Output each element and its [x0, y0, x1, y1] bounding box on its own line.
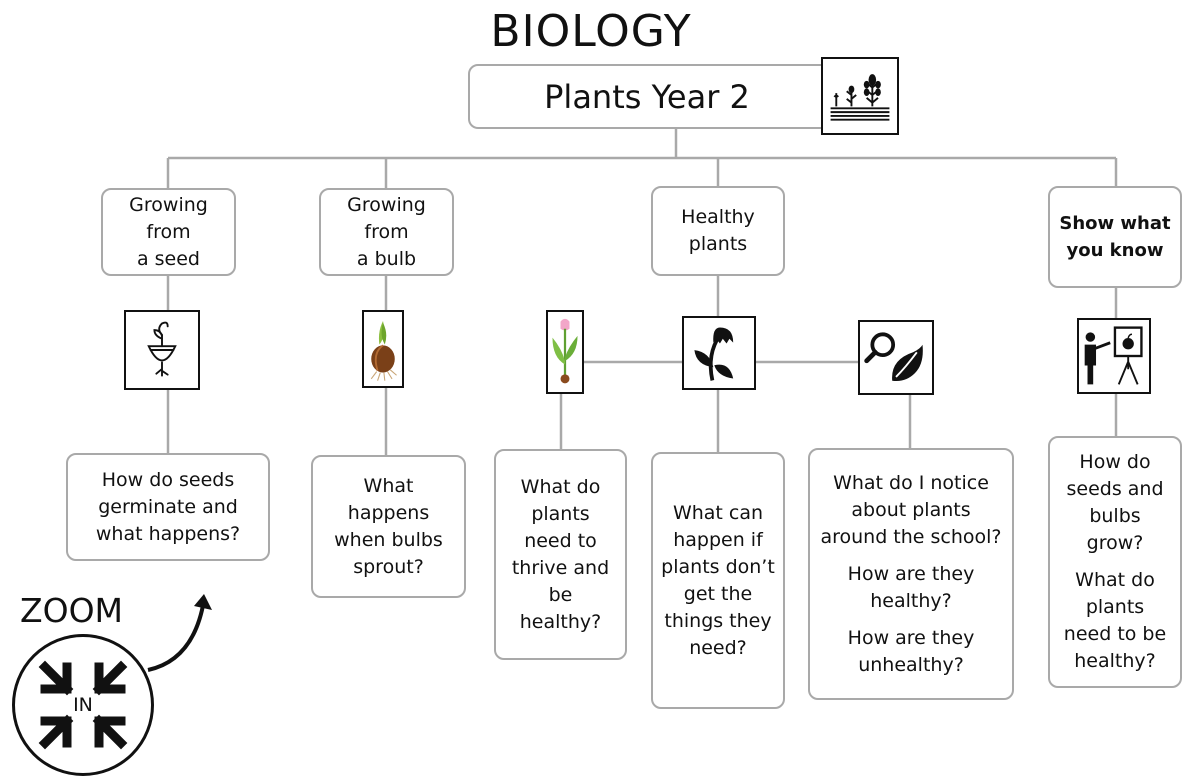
- page-title: BIOLOGY: [490, 6, 692, 57]
- question-text: What do plants need to be healthy?: [1063, 569, 1167, 672]
- question-box-show-what-you-know[interactable]: How do seeds and bulbs grow? What do pla…: [1048, 436, 1182, 688]
- zoom-label: ZOOM: [20, 591, 124, 630]
- topic-label: Growing from a bulb: [347, 193, 426, 270]
- question-text: How are they healthy?: [847, 562, 975, 612]
- question-box-thrive[interactable]: What do plants need to thrive and be hea…: [494, 449, 627, 660]
- seed-germinating-icon: [124, 310, 200, 390]
- question-box-healthy-plants[interactable]: What can happen if plants don’t get the …: [651, 452, 785, 709]
- question-box-notice[interactable]: What do I notice about plants around the…: [808, 448, 1014, 700]
- question-text: How do seeds and bulbs grow?: [1066, 451, 1164, 554]
- teacher-presenting-icon: [1077, 318, 1151, 394]
- question-text: What do plants need to thrive and be hea…: [511, 475, 610, 633]
- root-topic-label: Plants Year 2: [544, 77, 750, 116]
- zoom-in-button[interactable]: [12, 634, 154, 776]
- curved-arrow-icon: [147, 594, 212, 672]
- question-text: What happens when bulbs sprout?: [334, 474, 443, 578]
- question-box-seed[interactable]: How do seeds germinate and what happens?: [66, 453, 270, 561]
- topic-growing-from-bulb[interactable]: Growing from a bulb: [319, 188, 454, 276]
- topic-show-what-you-know[interactable]: Show what you know: [1048, 186, 1182, 288]
- drooping-flower-icon: [682, 316, 756, 390]
- bulb-sprouting-icon: [362, 310, 404, 388]
- magnifier-leaf-icon: [858, 320, 934, 395]
- plant-rows-icon: [821, 57, 899, 135]
- zoom-in-arrows-icon: [38, 660, 128, 750]
- topic-label: Growing from a seed: [129, 193, 208, 270]
- topic-label: Show what you know: [1059, 213, 1171, 261]
- question-text: How are they unhealthy?: [847, 626, 975, 676]
- topic-label: Healthy plants: [681, 206, 755, 255]
- tulip-plant-icon: [546, 310, 584, 394]
- root-topic-box[interactable]: Plants Year 2: [468, 64, 884, 129]
- question-text: How do seeds germinate and what happens?: [95, 468, 241, 545]
- question-text: What do I notice about plants around the…: [820, 471, 1002, 548]
- topic-growing-from-seed[interactable]: Growing from a seed: [101, 188, 236, 276]
- zoom-in-label: IN: [73, 694, 93, 716]
- topic-healthy-plants[interactable]: Healthy plants: [651, 186, 785, 276]
- question-box-bulb[interactable]: What happens when bulbs sprout?: [311, 455, 466, 598]
- question-text: What can happen if plants don’t get the …: [661, 501, 775, 659]
